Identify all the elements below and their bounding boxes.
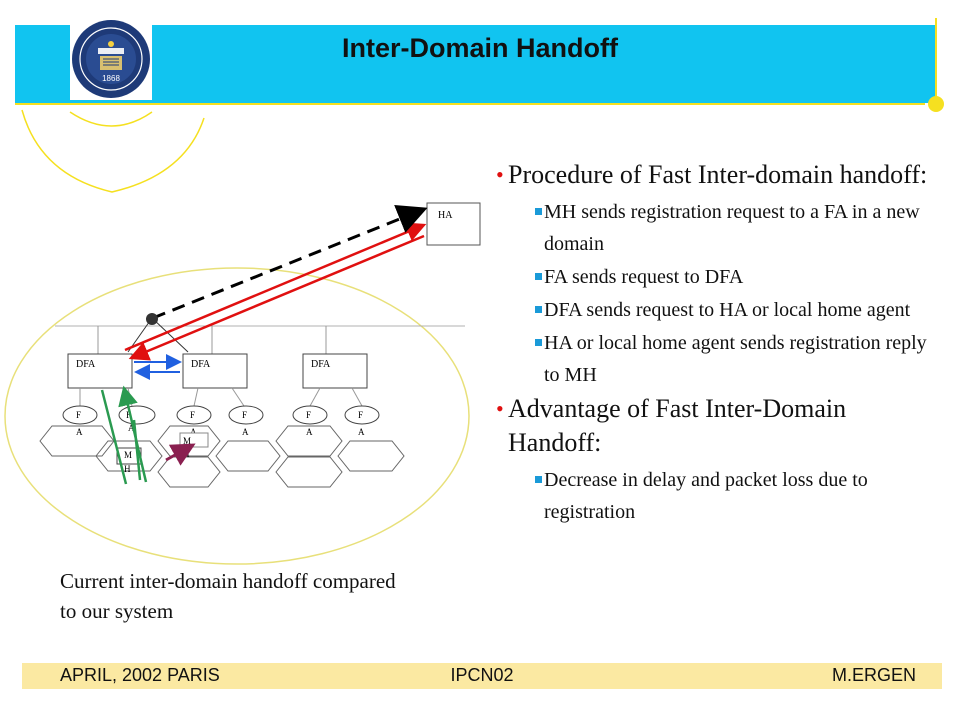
seal-year: 1868: [102, 74, 120, 83]
bullet-dot: •: [496, 162, 504, 187]
red-arrow-from-ha: [128, 234, 425, 361]
dfa-box-3: [302, 353, 368, 389]
square-bullet-icon: [535, 476, 542, 483]
fa-node-5: [292, 405, 328, 425]
router-node: [146, 313, 158, 325]
fa-label-4-bottom: A: [242, 427, 249, 437]
mh-label-1-bottom: H: [124, 464, 131, 474]
dfa-label-2: DFA: [191, 359, 211, 370]
footer-bar: APRIL, 2002 PARIS IPCN02 M.ERGEN: [22, 663, 942, 689]
bullet-dot: •: [496, 396, 504, 421]
bullet-list: •Procedure of Fast Inter-domain handoff:…: [496, 158, 936, 529]
footer-conference: IPCN02: [450, 665, 514, 685]
square-bullet-icon: [535, 273, 542, 280]
red-arrow-to-ha: [124, 222, 427, 352]
purple-arrow: [165, 443, 196, 466]
fa-node-6: [344, 405, 380, 425]
fa-label-6-bottom: A: [358, 427, 365, 437]
fa-label-6-top: F: [358, 410, 363, 420]
logo-box: 1868: [70, 18, 152, 100]
square-bullet-icon: [535, 306, 542, 313]
dfa-box-2: [182, 353, 248, 389]
fa-label-3-top: F: [190, 410, 195, 420]
mh-label-2-top: M: [183, 436, 191, 446]
square-bullet-icon: [535, 208, 542, 215]
fa-label-4-top: F: [242, 410, 247, 420]
bullet-advantage: •Advantage of Fast Inter-Domain Handoff:: [496, 394, 847, 457]
cell-grid: [39, 425, 405, 488]
fa-label-5-top: F: [306, 410, 311, 420]
domain-ellipse: [4, 267, 470, 565]
diagram-caption: Current inter-domain handoff compared to…: [60, 569, 396, 623]
fa-label-2-top: F: [126, 410, 131, 420]
fa-label-2-bottom: A: [128, 423, 135, 433]
uc-seal-icon: 1868: [72, 20, 150, 98]
fa-label-3-bottom: A: [190, 427, 197, 437]
dfa-box-1: [67, 353, 133, 389]
dfa-label-3: DFA: [311, 359, 331, 370]
footer-author: M.ERGEN: [831, 665, 916, 685]
fa-label-1-top: F: [76, 410, 81, 420]
slide-title: Inter-Domain Handoff: [342, 33, 618, 63]
square-bullet-icon: [535, 339, 542, 346]
fa-node-4: [228, 405, 264, 425]
fa-label-1-bottom: A: [76, 427, 83, 437]
fa-node-2: [118, 405, 156, 425]
fa-node-3: [176, 405, 212, 425]
ha-label: HA: [438, 210, 453, 221]
dashed-arrow-to-ha: [152, 205, 428, 320]
green-line-1: [100, 389, 128, 485]
network-diagram: HA DFA DFA DFA F A F A F A F A F A F A M…: [4, 202, 481, 565]
fa-node-1: [62, 405, 98, 425]
bullet-procedure: •Procedure of Fast Inter-domain handoff:: [496, 158, 936, 192]
mh-label-1-top: M: [124, 450, 132, 460]
dfa-label-1: DFA: [76, 359, 96, 370]
green-line-2: [132, 419, 142, 481]
sub-bullet-3: DFA sends request to HA or local home ag…: [496, 294, 936, 326]
footer-date-location: APRIL, 2002 PARIS: [60, 665, 220, 685]
sub-bullet-4: HA or local home agent sends registratio…: [496, 327, 936, 391]
ha-box: [426, 202, 481, 246]
sub-bullet-1: MH sends registration request to a FA in…: [496, 196, 936, 260]
sub-bullet-5: Decrease in delay and packet loss due to…: [496, 464, 936, 528]
fa-label-5-bottom: A: [306, 427, 313, 437]
sub-bullet-2: FA sends request to DFA: [496, 261, 936, 293]
header-bar: [15, 25, 935, 103]
